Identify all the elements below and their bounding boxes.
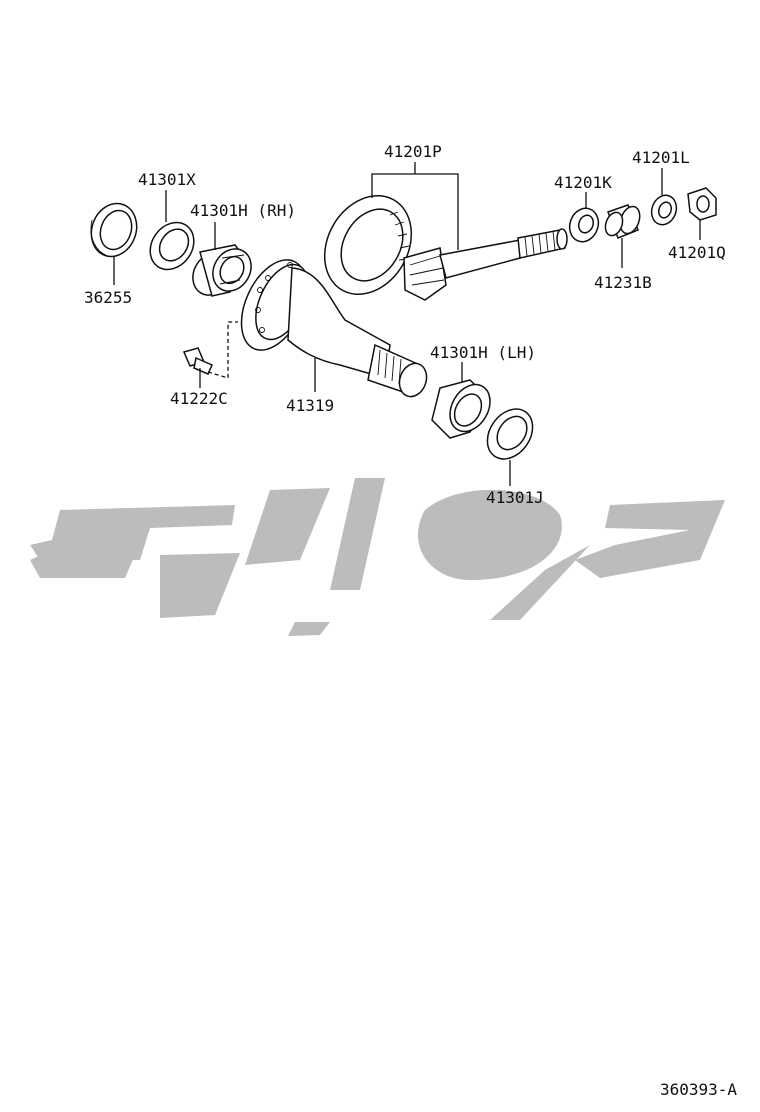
part-36255-oil-seal [90, 202, 138, 258]
label-41301X: 41301X [138, 170, 196, 189]
part-41301H-RH-bearing [192, 244, 252, 297]
label-41301H-LH: 41301H (LH) [430, 343, 536, 362]
part-41201L-bearing [650, 194, 678, 226]
label-41319: 41319 [286, 396, 334, 415]
part-41201P-ring-gear-pinion [323, 194, 568, 301]
label-36255: 36255 [84, 288, 132, 307]
part-41301J-seal [486, 408, 534, 460]
part-41201Q-nut [687, 187, 717, 221]
label-41301H-RH: 41301H (RH) [190, 201, 296, 220]
label-41231B: 41231B [594, 273, 652, 292]
part-41222C-bolt [182, 347, 213, 375]
label-41201K: 41201K [554, 173, 612, 192]
part-41319-differential-case [240, 259, 428, 398]
label-41301J: 41301J [486, 488, 544, 507]
part-41301H-LH-bearing [431, 379, 491, 439]
label-41222C: 41222C [170, 389, 228, 408]
part-41301X-seal [149, 221, 195, 271]
watermark-logo [30, 478, 725, 636]
part-41231B-spacer [604, 204, 641, 239]
label-41201Q: 41201Q [668, 243, 726, 262]
figure-number: 360393-A [660, 1080, 737, 1099]
label-41201L: 41201L [632, 148, 690, 167]
label-41201P: 41201P [384, 142, 442, 161]
part-41201K-bearing [568, 207, 600, 243]
